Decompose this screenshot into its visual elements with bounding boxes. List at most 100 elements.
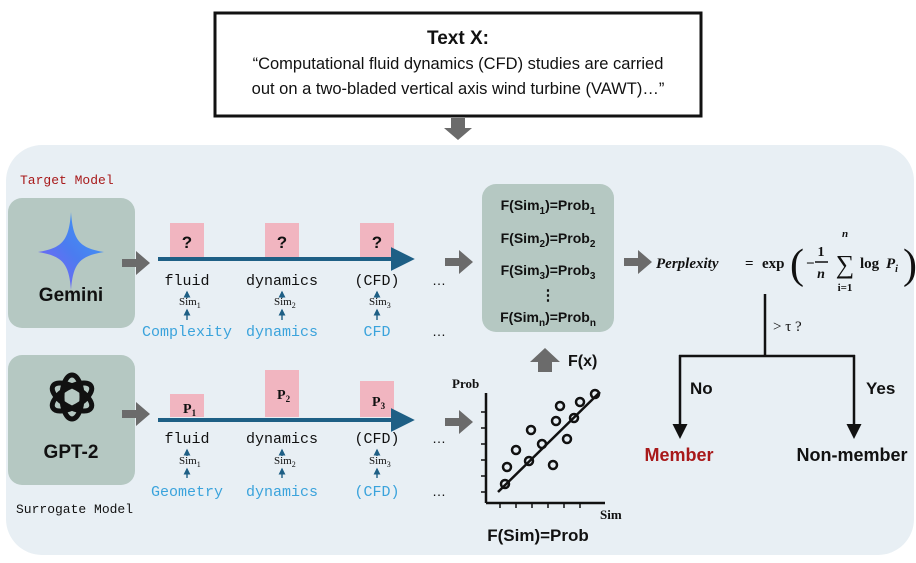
- scatter-point: [568, 412, 580, 424]
- frac-num: 1: [818, 245, 825, 260]
- ellipsis: …: [432, 483, 446, 499]
- right-arrow-icon: [445, 250, 473, 274]
- reference-token: Geometry: [151, 484, 223, 501]
- sim-label: Sim3: [369, 296, 391, 310]
- prob-box: [265, 370, 299, 417]
- surrogate-timeline: P1 P2 P3 fluid dynamics (CFD) … Sim1 Sim…: [151, 370, 446, 501]
- mapping-row: F(Simn)=Probn: [500, 309, 596, 329]
- right-arrow-icon: [122, 402, 150, 426]
- scatter-point: [501, 461, 513, 473]
- unknown-prob-label: ?: [372, 233, 382, 252]
- non-member-label: Non-member: [796, 445, 907, 465]
- member-label: Member: [644, 445, 713, 465]
- down-arrow-icon: [444, 118, 472, 140]
- prob-box: [360, 381, 394, 417]
- right-arrow-icon: [445, 410, 473, 434]
- scatter-plot: Prob Sim F(Sim)=Prob: [452, 376, 622, 545]
- scatter-point: [554, 400, 566, 412]
- mapping-row: F(Sim1)=Prob1: [501, 197, 596, 217]
- reference-token: CFD: [363, 324, 390, 341]
- vertical-ellipsis: ⋮: [541, 287, 556, 304]
- scatter-point: [550, 415, 562, 427]
- mapping-row: F(Sim2)=Prob2: [501, 230, 596, 250]
- scatter-caption: F(Sim)=Prob: [487, 526, 589, 545]
- token-label: (CFD): [354, 273, 399, 290]
- gemini-sparkle-icon: [38, 212, 104, 290]
- scatter-point: [589, 388, 601, 400]
- perplexity-lhs: Perplexity: [656, 256, 719, 272]
- target-model-label: Target Model: [20, 173, 114, 188]
- text-x-title: Text X:: [427, 28, 489, 49]
- token-box: [170, 223, 204, 257]
- token-label: fluid: [164, 431, 209, 448]
- gemini-card: Gemini: [8, 198, 135, 328]
- main-panel: [6, 145, 914, 555]
- scatter-point: [525, 424, 537, 436]
- sim-label: Sim2: [274, 296, 296, 310]
- reference-token: dynamics: [246, 324, 318, 341]
- p-label: Pi: [886, 256, 898, 275]
- threshold-label: > τ ?: [773, 319, 802, 335]
- scatter-point: [536, 438, 548, 450]
- sim-label: Sim3: [369, 455, 391, 469]
- mapping-box: F(Sim1)=Prob1 F(Sim2)=Prob2 F(Sim3)=Prob…: [482, 184, 614, 332]
- right-paren: ): [903, 242, 916, 288]
- scatter-point: [561, 433, 573, 445]
- mapping-row: F(Sim3)=Prob3: [501, 262, 596, 282]
- prob-label: P1: [183, 402, 197, 418]
- gemini-name: Gemini: [39, 285, 103, 306]
- sum-top: n: [842, 228, 848, 240]
- perplexity-eq: =: [745, 256, 754, 272]
- perplexity-exp: exp: [762, 256, 785, 272]
- prob-label: P3: [372, 395, 386, 411]
- scatter-point: [547, 459, 559, 471]
- trend-line: [497, 391, 601, 493]
- scatter-points: [499, 388, 601, 490]
- log-label: log: [860, 256, 880, 272]
- no-label: No: [690, 379, 713, 398]
- token-label: (CFD): [354, 431, 399, 448]
- decision-tree: > τ ? No Yes Member Non-member: [644, 294, 908, 465]
- scatter-point: [523, 455, 535, 467]
- reference-token: dynamics: [246, 484, 318, 501]
- sum-bottom: i=1: [838, 282, 853, 294]
- fx-label: F(x): [568, 353, 597, 370]
- prob-box: [170, 394, 204, 417]
- unknown-prob-label: ?: [182, 233, 192, 252]
- ellipsis: …: [432, 430, 446, 446]
- text-x-box: Text X: “Computational fluid dynamics (C…: [213, 11, 703, 118]
- scatter-point: [510, 444, 522, 456]
- right-arrow-icon: [624, 250, 652, 274]
- sim-label: Sim1: [179, 296, 201, 310]
- surrogate-model-label: Surrogate Model: [16, 502, 133, 517]
- yes-label: Yes: [866, 379, 895, 398]
- token-label: dynamics: [246, 431, 318, 448]
- scatter-point: [574, 396, 586, 408]
- token-label: fluid: [164, 273, 209, 290]
- up-arrow-icon: [530, 348, 560, 372]
- left-paren: (: [790, 242, 804, 288]
- right-arrow-icon: [122, 251, 150, 275]
- sum-symbol: ∑: [836, 250, 855, 279]
- prob-label: P2: [277, 388, 291, 404]
- perplexity-formula: Perplexity = exp ( − 1 n n ∑ i=1 log Pi …: [656, 228, 916, 294]
- text-x-line-1: “Computational fluid dynamics (CFD) stud…: [253, 55, 664, 73]
- gpt2-name: GPT-2: [44, 442, 99, 463]
- gpt2-card: GPT-2: [8, 355, 135, 485]
- perplexity-minus: −: [806, 256, 815, 272]
- scatter-x-label: Sim: [600, 507, 622, 522]
- sim-label: Sim1: [179, 455, 201, 469]
- reference-token: Complexity: [142, 324, 232, 341]
- scatter-point: [499, 478, 511, 490]
- ellipsis: …: [432, 323, 446, 339]
- frac-den: n: [817, 267, 825, 282]
- unknown-prob-label: ?: [277, 233, 287, 252]
- token-label: dynamics: [246, 273, 318, 290]
- reference-token: (CFD): [354, 484, 399, 501]
- openai-knot-icon: [49, 372, 95, 422]
- token-box: [265, 223, 299, 257]
- scatter-y-label: Prob: [452, 376, 479, 391]
- sim-label: Sim2: [274, 455, 296, 469]
